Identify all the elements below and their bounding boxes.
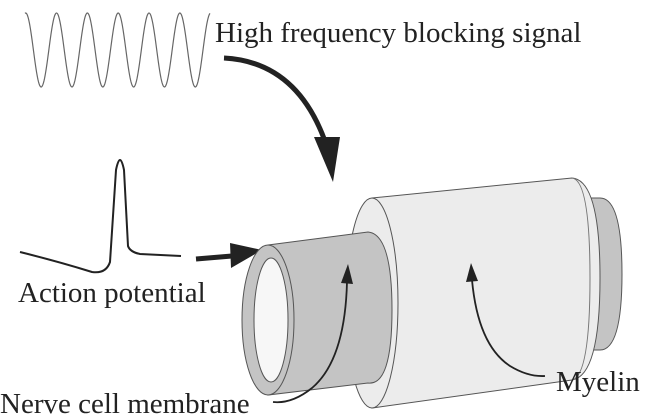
action-potential-waveform	[19, 159, 182, 274]
label-myelin: Myelin	[556, 366, 640, 398]
action-potential-arrow	[195, 253, 233, 262]
action-potential-arrowhead	[230, 243, 262, 268]
myelin-pointer-arrowhead	[466, 263, 478, 282]
membrane-pointer-arrowhead	[341, 264, 353, 284]
nerve-cell-membrane-tube	[241, 231, 393, 396]
label-membrane: Nerve cell membrane	[0, 388, 250, 417]
high-frequency-sine-wave	[24, 12, 211, 88]
blocking-signal-arrowhead	[314, 137, 340, 182]
label-blocking-signal: High frequency blocking signal	[215, 17, 581, 49]
membrane-pointer	[272, 281, 348, 404]
blocking-signal-arrow	[223, 55, 331, 151]
myelin-pointer	[471, 279, 546, 377]
label-action-potential: Action potential	[18, 277, 206, 309]
